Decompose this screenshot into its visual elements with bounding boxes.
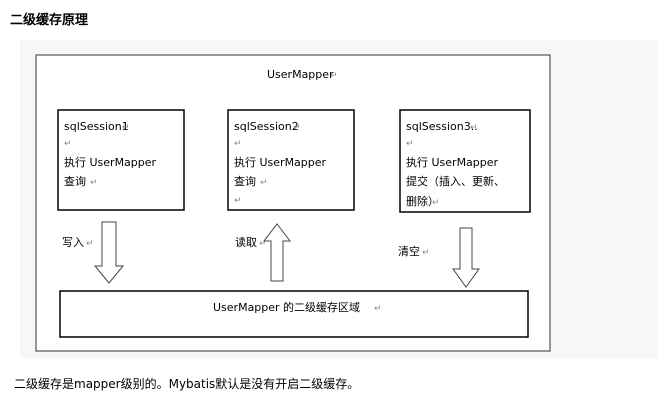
para-mark: ↵ — [259, 239, 267, 249]
session-box-2 — [227, 109, 355, 211]
session-1-name: sqlSession1 — [64, 120, 129, 133]
session-2-line-1: 执行 UserMapper — [234, 155, 327, 169]
para-mark: ↵ — [122, 123, 130, 133]
para-mark: ↵ — [86, 239, 94, 249]
diagram-canvas: UserMapper ↵ sqlSession1 ↵ ↵ 执行 UserMapp… — [35, 54, 551, 352]
para-mark: ↵ — [470, 123, 478, 133]
para-mark: ↵ — [64, 139, 72, 149]
action-label-read: 读取 — [235, 235, 257, 249]
para-mark: ↵ — [406, 139, 414, 149]
session-3-line-1: 执行 UserMapper — [406, 155, 499, 169]
para-mark: ↵ — [293, 123, 301, 133]
para-mark: ↵ — [260, 178, 268, 188]
session-1-line-2: 查询 — [64, 174, 86, 188]
session-2-line-2: 查询 — [234, 174, 256, 188]
cache-diagram: UserMapper ↵ sqlSession1 ↵ ↵ 执行 UserMapp… — [20, 40, 658, 358]
para-mark: ↵ — [330, 71, 338, 81]
action-label-write: 写入 — [62, 236, 84, 249]
usermapper-label: UserMapper — [267, 68, 334, 81]
arrow-down-write — [93, 221, 125, 284]
action-label-clear: 清空 — [398, 244, 420, 258]
para-mark: ↵ — [90, 178, 98, 188]
session-box-1 — [57, 109, 185, 211]
section-title: 二级缓存原理 — [10, 13, 89, 28]
session-1-line-1: 执行 UserMapper — [64, 155, 157, 169]
session-3-name: sqlSession3.. — [406, 120, 478, 133]
arrow-down-clear — [452, 227, 480, 288]
session-box-3 — [399, 109, 531, 213]
para-mark: ↵ — [234, 139, 242, 149]
cache-region-label: UserMapper 的二级缓存区域 — [213, 300, 360, 314]
arrow-up-read — [262, 223, 292, 282]
session-3-line-2: 提交（插入、更新、 — [406, 174, 505, 188]
session-2-name: sqlSession2 — [234, 120, 299, 133]
para-mark: ↵ — [422, 248, 430, 258]
para-mark: ↵ — [374, 304, 382, 314]
para-mark: ↵ — [234, 196, 242, 206]
cache-region-box — [59, 290, 529, 338]
footer-text: 二级缓存是mapper级别的。Mybatis默认是没有开启二级缓存。 — [14, 377, 360, 391]
session-3-line-3: 删除） — [406, 194, 439, 208]
para-mark: ↵ — [432, 198, 440, 208]
